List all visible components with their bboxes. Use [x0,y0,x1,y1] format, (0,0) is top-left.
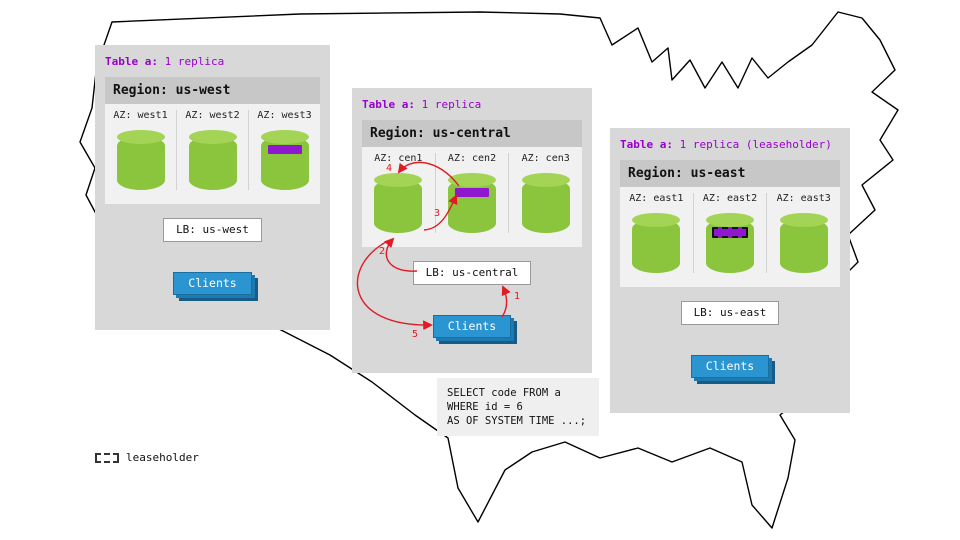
db-cylinder-body [374,179,423,233]
db-cylinder-body [632,219,681,273]
db-cylinder-top [116,130,165,144]
db-cylinder [448,173,496,233]
db-cylinder-body [116,136,165,190]
db-cylinder [188,130,237,190]
clients-node: Clients [432,315,512,338]
db-cylinder-top [448,173,496,187]
az-label: AZ: cen1 [374,153,423,164]
arrow-step-3: 3 [434,208,441,219]
db-cylinder-top [188,130,237,144]
region-box: Region: us-west AZ: west1 AZ: west2 [105,77,320,204]
table-label-prefix: Table a: [105,55,158,68]
db-cylinder [632,213,681,273]
table-label: Table a: 1 replica [95,45,330,77]
load-balancer-box: LB: us-central [412,261,532,285]
table-label-suffix: 1 replica [157,55,225,68]
az-row: AZ: east1 AZ: east2 AZ: east3 [620,187,840,287]
az-column-east3: AZ: east3 [766,193,840,273]
arrow-step-5: 5 [412,329,419,340]
region-panel-us-east: Table a: 1 replica (leaseholder) Region:… [610,128,850,413]
db-cylinder-body [188,136,237,190]
db-cylinder-top [632,213,681,227]
az-label: AZ: east1 [629,193,684,204]
region-header: Region: us-east [620,160,840,187]
db-cylinder [374,173,423,233]
region-header: Region: us-west [105,77,320,104]
clients-node: Clients [173,272,252,295]
az-label: AZ: west3 [257,110,312,121]
az-column-east2: AZ: east2 [692,193,767,273]
region-panel-us-west: Table a: 1 replica Region: us-west AZ: w… [95,45,330,330]
db-cylinder-top [779,213,828,227]
db-cylinder [116,130,165,190]
load-balancer-box: LB: us-east [680,301,780,325]
az-column-west3: AZ: west3 [248,110,320,190]
replica-badge [267,145,302,154]
az-label: AZ: east2 [702,193,758,204]
table-label: Table a: 1 replica [352,88,592,120]
db-cylinder-top [706,213,754,227]
az-row: AZ: west1 AZ: west2 AZ: west3 [105,104,320,204]
table-label-suffix: 1 replica (leaseholder) [672,138,832,151]
db-cylinder [706,213,754,273]
arrow-step-4: 4 [386,163,393,174]
db-cylinder-body [521,179,570,233]
az-label: AZ: west1 [113,110,168,121]
region-panel-us-central: Table a: 1 replica Region: us-central AZ… [352,88,592,373]
leaseholder-badge [712,227,748,238]
az-label: AZ: cen2 [447,153,497,164]
az-column-cen3: AZ: cen3 [508,153,582,233]
db-cylinder [260,130,309,190]
db-cylinder [779,213,828,273]
az-column-west2: AZ: west2 [176,110,248,190]
db-cylinder-top [260,130,309,144]
region-box: Region: us-central AZ: cen1 AZ: cen2 [362,120,582,247]
clients-node: Clients [690,355,770,378]
table-label-suffix: 1 replica [414,98,482,111]
leaseholder-swatch [95,452,119,463]
table-label-prefix: Table a: [620,138,673,151]
az-label: AZ: east3 [776,193,831,204]
load-balancer-box: LB: us-west [163,218,262,242]
db-cylinder-top [521,173,570,187]
az-column-cen2: AZ: cen2 [434,153,509,233]
db-cylinder-body [779,219,828,273]
region-header: Region: us-central [362,120,582,147]
arrow-step-1: 1 [514,291,521,302]
db-cylinder [521,173,570,233]
az-label: AZ: cen3 [521,153,570,164]
sql-query-box: SELECT code FROM a WHERE id = 6 AS OF SY… [437,378,599,436]
az-column-cen1: AZ: cen1 [362,153,435,233]
table-label-prefix: Table a: [362,98,415,111]
az-column-west1: AZ: west1 [105,110,176,190]
legend-label: leaseholder [126,451,199,464]
legend: leaseholder [95,451,199,464]
db-cylinder-top [374,173,423,187]
arrow-step-2: 2 [379,246,386,257]
az-column-east1: AZ: east1 [620,193,693,273]
table-label: Table a: 1 replica (leaseholder) [610,128,850,160]
region-box: Region: us-east AZ: east1 AZ: east2 [620,160,840,287]
az-label: AZ: west2 [185,110,240,121]
az-row: AZ: cen1 AZ: cen2 AZ: cen3 [362,147,582,247]
replica-badge [455,188,489,197]
